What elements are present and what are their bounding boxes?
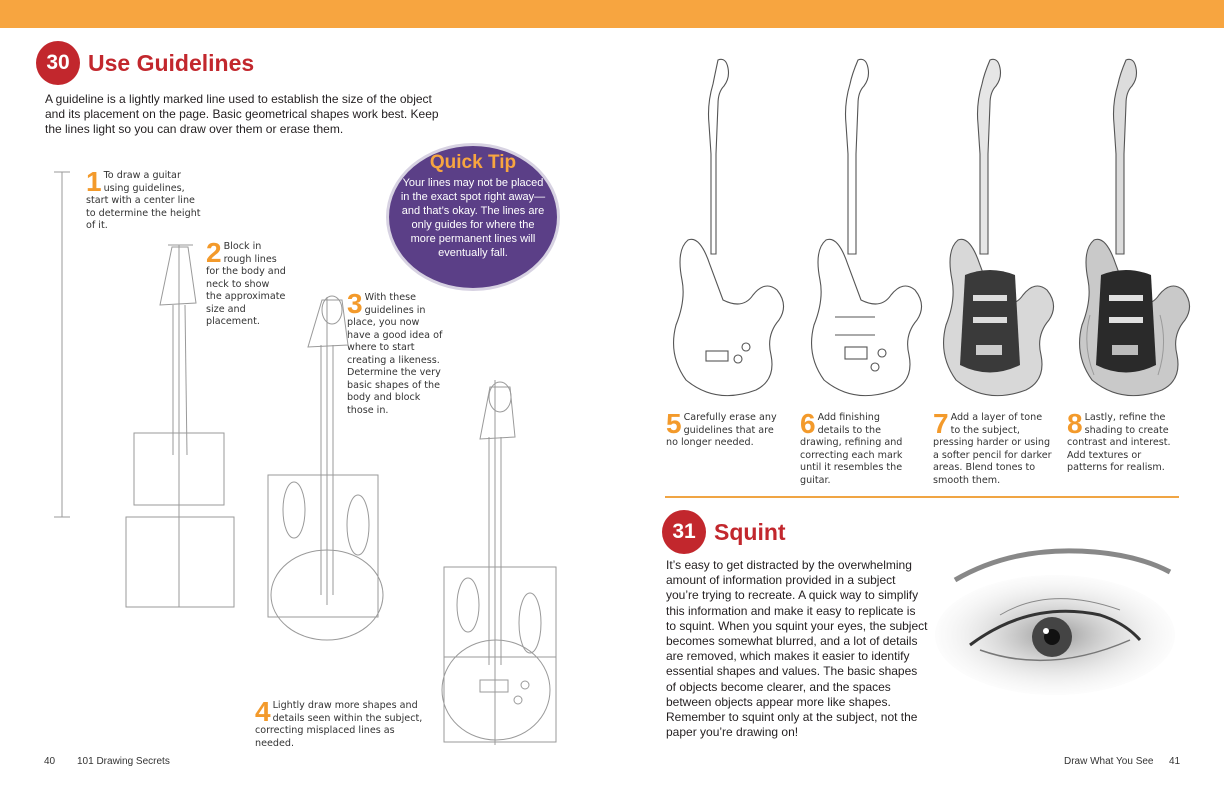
step-2: 2 Block in rough lines for the body and … [206, 237, 286, 329]
step-number: 3 [347, 288, 363, 319]
step-5: 5 Carefully erase any guidelines that ar… [666, 408, 782, 450]
section-number-badge: 31 [662, 510, 706, 554]
right-running-title: Draw What You See [1064, 756, 1154, 767]
section-intro: A guideline is a lightly marked line use… [45, 92, 439, 136]
eye-drawing-illustration [935, 548, 1175, 695]
guitar-sketch-step-4 [441, 380, 557, 745]
guitar-drawing-stages-illustration [673, 58, 1191, 397]
guitar-drawing-step-5 [673, 58, 785, 397]
step-number: 4 [255, 696, 271, 727]
guitar-drawing-step-7 [943, 58, 1055, 397]
step-number: 6 [800, 408, 816, 439]
section-title: Use Guidelines [88, 50, 255, 76]
quick-tip-callout: Quick Tip Your lines may not be placed i… [386, 143, 560, 291]
guitar-sketch-step-1 [54, 171, 70, 518]
step-number: 7 [933, 408, 949, 439]
step-6: 6 Add finishing details to the drawing, … [800, 408, 912, 487]
guitar-sketch-step-3 [267, 295, 384, 641]
step-text: To draw a guitar using guidelines, start… [86, 170, 201, 231]
guitar-drawing-step-6 [811, 58, 923, 397]
step-number: 8 [1067, 408, 1083, 439]
right-page-number: 41 [1169, 756, 1181, 767]
left-running-title: 101 Drawing Secrets [77, 756, 170, 767]
step-text: Lastly, refine the shading to create con… [1067, 412, 1171, 473]
step-8: 8 Lastly, refine the shading to create c… [1067, 408, 1179, 475]
left-page-number: 40 [44, 756, 56, 767]
step-3: 3 With these guidelines in place, you no… [347, 288, 445, 417]
section-title: Squint [714, 519, 786, 545]
section-number-badge: 30 [36, 41, 80, 85]
step-number: 1 [86, 166, 102, 197]
section-body-text: It’s easy to get distracted by the overw… [666, 558, 928, 740]
step-number: 2 [206, 237, 222, 268]
quick-tip-title: Quick Tip [429, 152, 517, 173]
quick-tip-text: Your lines may not be placed in the exac… [400, 177, 546, 259]
step-text: Add a layer of tone to the subject, pres… [933, 412, 1052, 486]
step-text: Block in rough lines for the body and ne… [206, 241, 286, 327]
header-bar [0, 0, 1224, 28]
step-text: Add finishing details to the drawing, re… [800, 412, 903, 486]
guitar-sketch-step-2 [125, 244, 235, 608]
step-text: With these guidelines in place, you now … [347, 292, 443, 416]
guitar-sketch-steps-illustration [54, 171, 557, 745]
step-4: 4 Lightly draw more shapes and details s… [255, 696, 430, 750]
step-1: 1 To draw a guitar using guidelines, sta… [86, 166, 204, 233]
section-divider [665, 496, 1179, 498]
step-7: 7 Add a layer of tone to the subject, pr… [933, 408, 1053, 487]
step-text: Carefully erase any guidelines that are … [666, 412, 777, 448]
step-text: Lightly draw more shapes and details see… [255, 700, 423, 749]
guitar-drawing-step-8 [1079, 58, 1191, 397]
step-number: 5 [666, 408, 682, 439]
